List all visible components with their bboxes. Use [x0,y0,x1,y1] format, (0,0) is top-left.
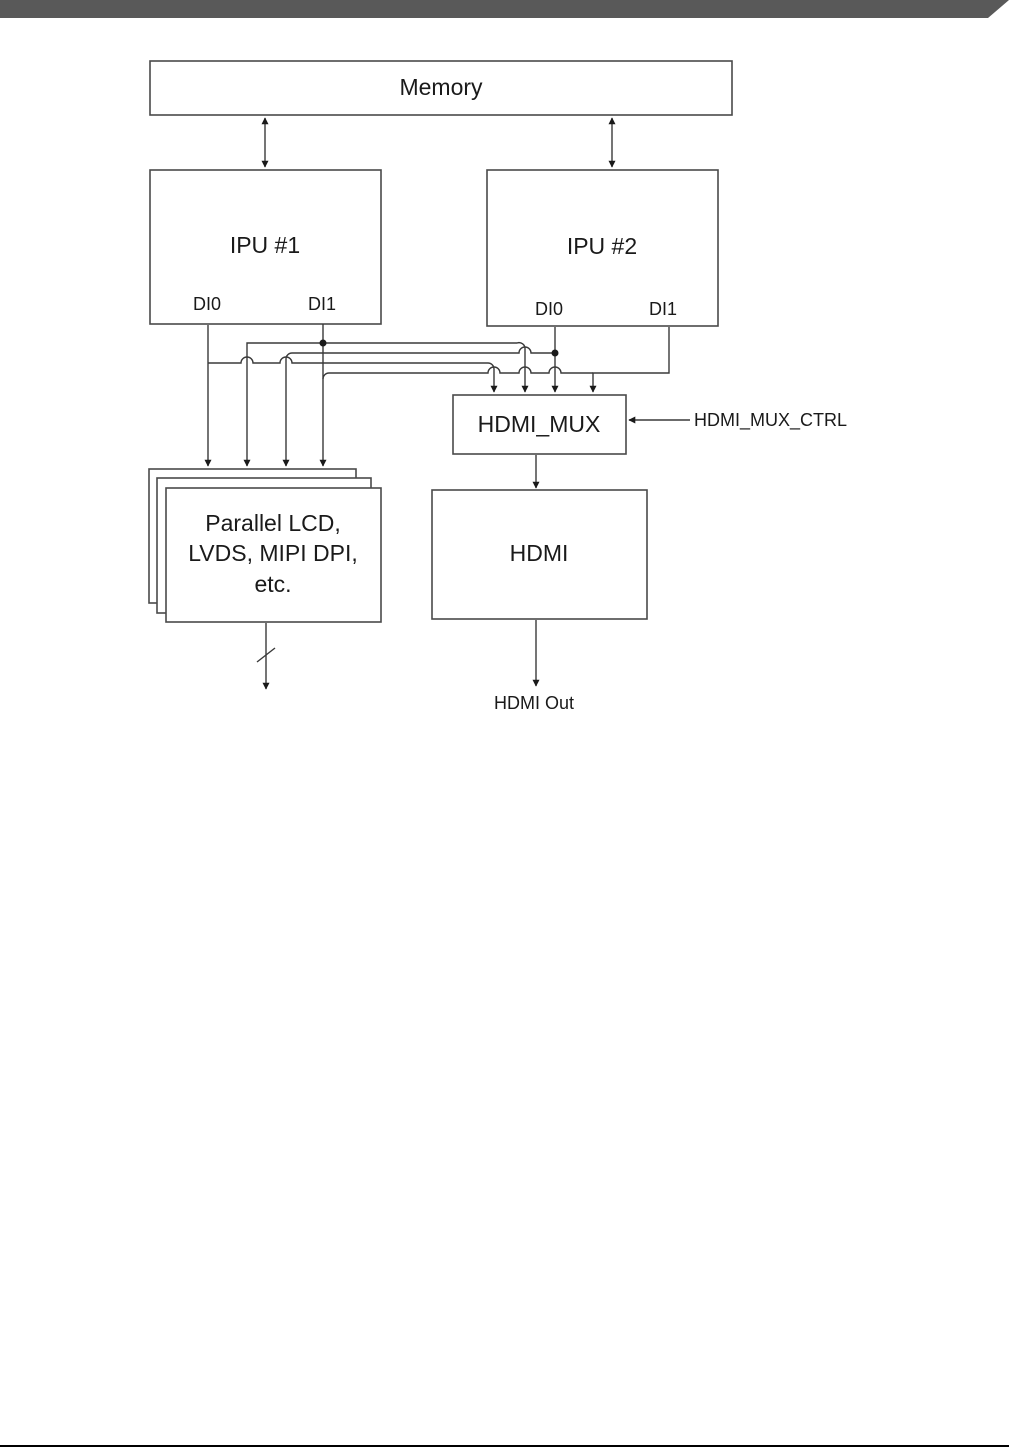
ipu2-label: IPU #2 [567,233,637,259]
display-panel-front [165,487,382,623]
ipu1-di1-label: DI1 [308,294,336,314]
hdmi-block [431,489,648,620]
ipu2-di1-wire [589,327,670,393]
ipu1-label: IPU #1 [230,232,300,258]
page-header-bar [0,0,1009,18]
ipu2-di0-junction [551,349,559,357]
displays-label-line1: Parallel LCD, [205,510,341,536]
bus-slash [256,647,276,663]
ipu1-di0-label: DI0 [193,294,221,314]
memory-label: Memory [399,74,483,100]
hdmi-label: HDMI [510,540,569,566]
displays-label-line2: LVDS, MIPI DPI, [188,540,358,566]
ipu2-di0-label: DI0 [535,299,563,319]
hdmi-mux-block [452,394,627,455]
hdmi-mux-ctrl-label: HDMI_MUX_CTRL [694,410,847,431]
ipu1-di1-mux-branch [323,341,529,393]
ipu2-di1-label: DI1 [649,299,677,319]
memory-block [149,60,733,116]
displays-label-line3: etc. [254,571,291,597]
ipu2-block [486,169,719,327]
ipu2-di1-to-displays-wire [322,366,593,380]
hdmi-mux-label: HDMI_MUX [478,411,601,437]
ipu1-block [149,169,382,325]
ipu1-di1-to-mux-wire [243,342,323,467]
hdmi-out-label: HDMI Out [494,693,574,713]
ipu1-di0-to-mux-wire [208,356,498,393]
ipu2-di0-to-displays-wire [282,346,555,467]
ipu1-di1-junction [319,339,327,347]
